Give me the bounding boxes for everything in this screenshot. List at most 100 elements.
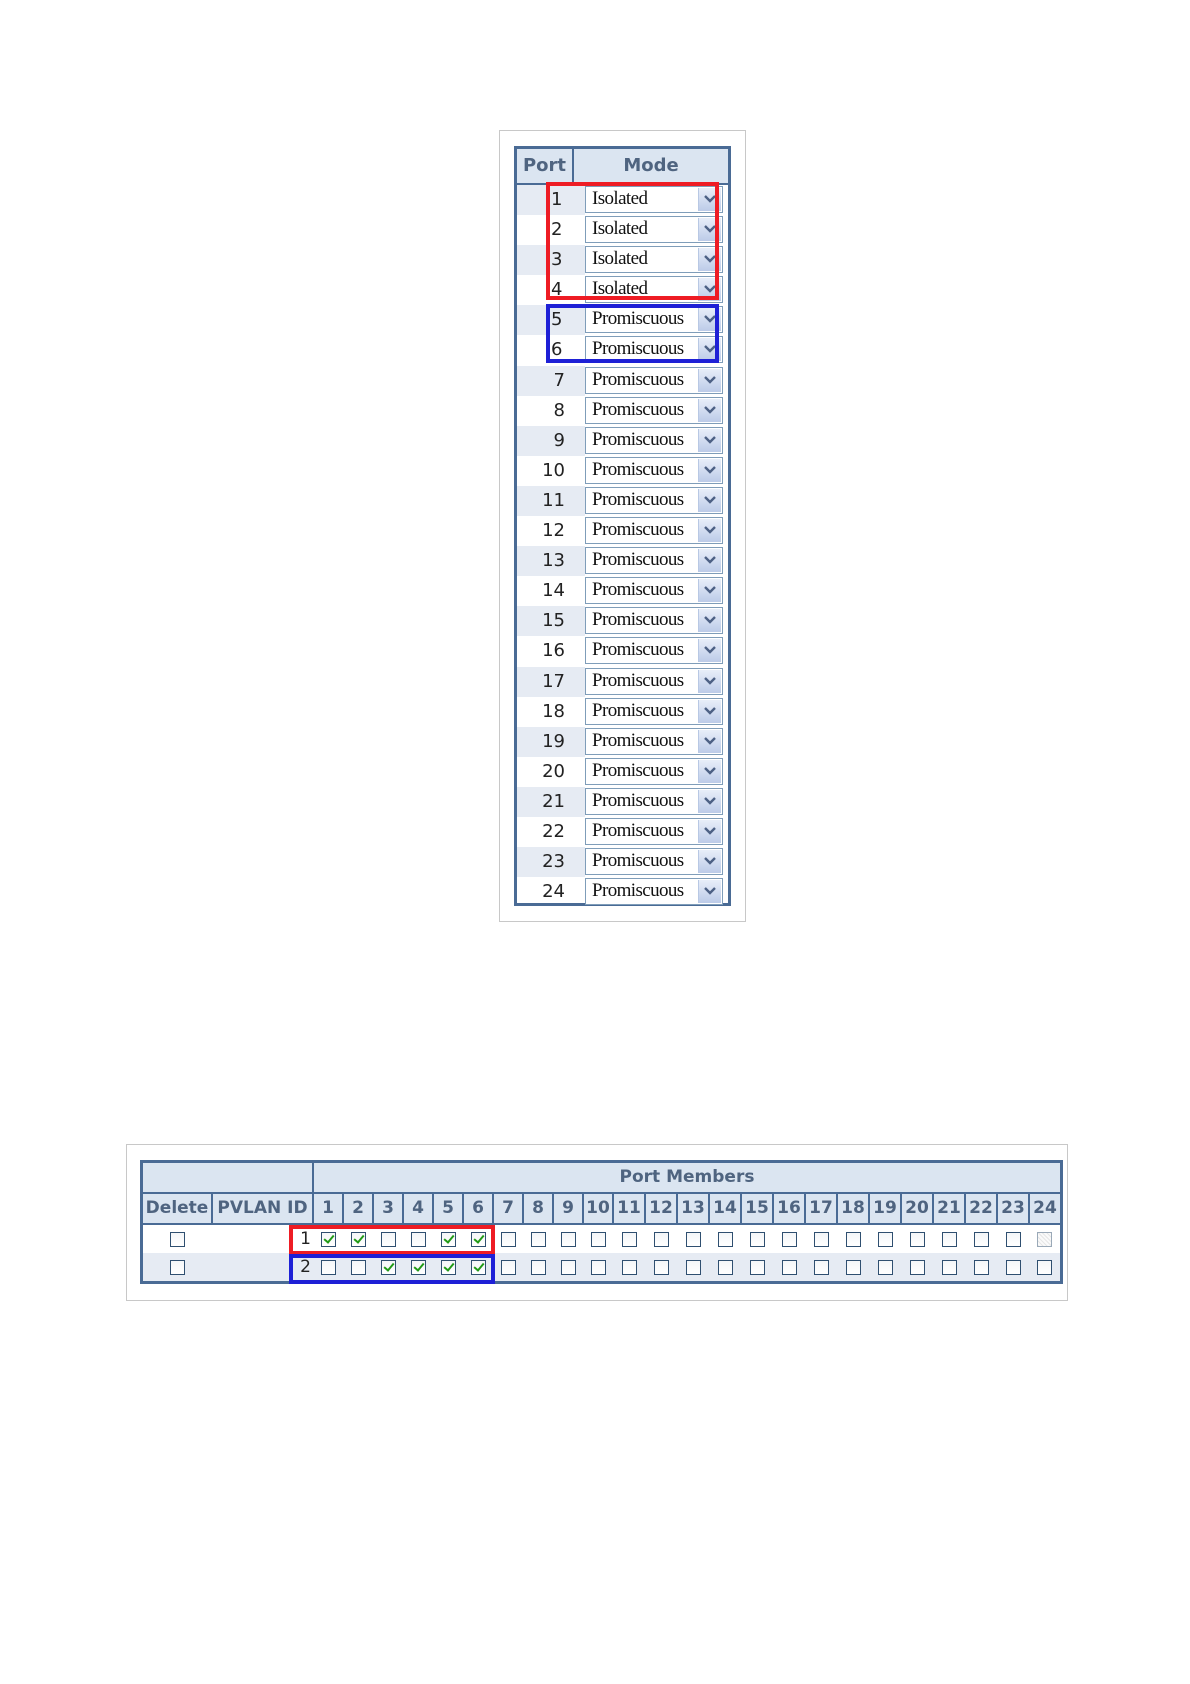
port-member-checkbox[interactable]: [1005, 1232, 1021, 1247]
chevron-down-icon[interactable]: [698, 639, 721, 663]
port-member-checkbox[interactable]: [380, 1260, 396, 1275]
mode-select[interactable]: Isolated: [585, 276, 723, 304]
port-member-checkbox[interactable]: [440, 1260, 456, 1275]
chevron-down-icon[interactable]: [698, 519, 721, 543]
port-member-checkbox[interactable]: [941, 1260, 957, 1275]
chevron-down-icon[interactable]: [698, 308, 721, 332]
mode-select[interactable]: Isolated: [585, 186, 723, 213]
port-member-checkbox[interactable]: [621, 1232, 637, 1247]
mode-select[interactable]: Promiscuous: [585, 486, 723, 514]
port-member-checkbox[interactable]: [500, 1232, 516, 1247]
port-member-checkbox[interactable]: [590, 1260, 606, 1275]
mode-select[interactable]: Promiscuous: [585, 456, 723, 484]
port-member-checkbox[interactable]: [621, 1260, 637, 1275]
chevron-down-icon[interactable]: [698, 338, 721, 362]
mode-select[interactable]: Promiscuous: [585, 366, 723, 394]
mode-select[interactable]: Promiscuous: [585, 848, 723, 876]
port-member-checkbox[interactable]: [320, 1232, 336, 1247]
mode-select[interactable]: Promiscuous: [585, 517, 723, 545]
mode-select[interactable]: Promiscuous: [585, 426, 723, 454]
port-member-checkbox[interactable]: [530, 1232, 546, 1247]
port-member-checkbox[interactable]: [845, 1232, 861, 1247]
chevron-down-icon[interactable]: [698, 368, 721, 392]
port-member-checkbox[interactable]: [845, 1260, 861, 1275]
chevron-down-icon[interactable]: [698, 729, 721, 753]
port-member-checkbox[interactable]: [1037, 1260, 1052, 1275]
chevron-down-icon[interactable]: [698, 699, 721, 723]
port-member-checkbox[interactable]: [653, 1260, 669, 1275]
port-member-checkbox[interactable]: [350, 1232, 366, 1247]
port-member-checkbox[interactable]: [1037, 1232, 1052, 1247]
chevron-down-icon[interactable]: [698, 248, 721, 272]
port-member-checkbox[interactable]: [941, 1232, 957, 1247]
port-member-checkbox[interactable]: [749, 1260, 765, 1275]
port-member-checkbox[interactable]: [500, 1260, 516, 1275]
port-member-checkbox[interactable]: [470, 1260, 486, 1275]
mode-select[interactable]: Promiscuous: [585, 547, 723, 575]
port-member-checkbox[interactable]: [410, 1260, 426, 1275]
chevron-down-icon[interactable]: [698, 819, 721, 843]
port-member-checkbox[interactable]: [410, 1232, 426, 1247]
chevron-down-icon[interactable]: [698, 850, 721, 874]
port-member-checkbox[interactable]: [877, 1232, 893, 1247]
port-member-checkbox[interactable]: [717, 1232, 733, 1247]
port-member-checkbox[interactable]: [653, 1232, 669, 1247]
chevron-down-icon[interactable]: [698, 880, 721, 904]
port-member-checkbox[interactable]: [813, 1232, 829, 1247]
mode-select[interactable]: Promiscuous: [585, 396, 723, 424]
port-member-checkbox[interactable]: [320, 1260, 336, 1275]
port-member-checkbox[interactable]: [685, 1232, 701, 1247]
mode-select[interactable]: Promiscuous: [585, 878, 723, 906]
port-member-checkbox[interactable]: [749, 1232, 765, 1247]
chevron-down-icon[interactable]: [698, 549, 721, 573]
port-member-checkbox[interactable]: [813, 1260, 829, 1275]
delete-checkbox[interactable]: [170, 1232, 185, 1247]
port-member-checkbox[interactable]: [973, 1232, 989, 1247]
mode-select[interactable]: Promiscuous: [585, 817, 723, 845]
port-member-checkbox[interactable]: [530, 1260, 546, 1275]
chevron-down-icon[interactable]: [698, 609, 721, 633]
mode-select[interactable]: Promiscuous: [585, 727, 723, 755]
chevron-down-icon[interactable]: [698, 789, 721, 813]
port-member-checkbox[interactable]: [350, 1260, 366, 1275]
mode-select[interactable]: Promiscuous: [585, 306, 723, 334]
mode-select[interactable]: Isolated: [585, 246, 723, 274]
mode-select[interactable]: Isolated: [585, 216, 723, 244]
port-member-checkbox[interactable]: [470, 1232, 486, 1247]
port-member-checkbox[interactable]: [685, 1260, 701, 1275]
delete-checkbox[interactable]: [170, 1260, 185, 1275]
port-member-checkbox[interactable]: [781, 1260, 797, 1275]
mode-select[interactable]: Promiscuous: [585, 577, 723, 605]
port-member-checkbox[interactable]: [973, 1260, 989, 1275]
port-member-checkbox[interactable]: [717, 1260, 733, 1275]
port-member-checkbox[interactable]: [590, 1232, 606, 1247]
mode-select[interactable]: Promiscuous: [585, 757, 723, 785]
chevron-down-icon[interactable]: [698, 488, 721, 512]
chevron-down-icon[interactable]: [698, 579, 721, 603]
port-member-checkbox[interactable]: [560, 1260, 576, 1275]
port-number: 12: [542, 520, 565, 542]
port-member-checkbox[interactable]: [909, 1232, 925, 1247]
chevron-down-icon[interactable]: [698, 669, 721, 693]
port-member-checkbox[interactable]: [877, 1260, 893, 1275]
port-member-checkbox[interactable]: [560, 1232, 576, 1247]
chevron-down-icon[interactable]: [698, 188, 721, 211]
port-member-checkbox[interactable]: [440, 1232, 456, 1247]
port-member-cell: [553, 1223, 583, 1253]
chevron-down-icon[interactable]: [698, 278, 721, 302]
mode-select[interactable]: Promiscuous: [585, 697, 723, 725]
mode-select[interactable]: Promiscuous: [585, 336, 723, 364]
mode-select[interactable]: Promiscuous: [585, 607, 723, 635]
chevron-down-icon[interactable]: [698, 218, 721, 242]
port-member-checkbox[interactable]: [781, 1232, 797, 1247]
chevron-down-icon[interactable]: [698, 428, 721, 452]
port-member-checkbox[interactable]: [1005, 1260, 1021, 1275]
port-member-checkbox[interactable]: [909, 1260, 925, 1275]
port-member-checkbox[interactable]: [380, 1232, 396, 1247]
chevron-down-icon[interactable]: [698, 759, 721, 783]
chevron-down-icon[interactable]: [698, 398, 721, 422]
chevron-down-icon[interactable]: [698, 458, 721, 482]
mode-select[interactable]: Promiscuous: [585, 787, 723, 815]
mode-select[interactable]: Promiscuous: [585, 637, 723, 665]
mode-select[interactable]: Promiscuous: [585, 667, 723, 695]
